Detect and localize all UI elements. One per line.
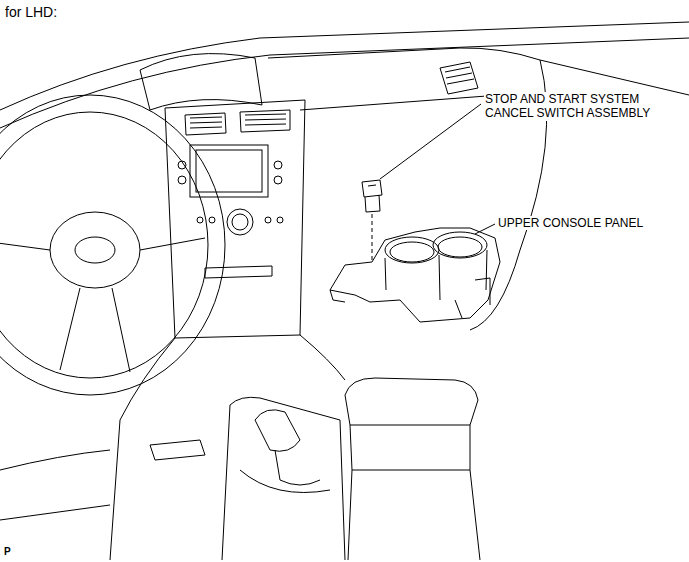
center-stack [274, 161, 282, 169]
center-stack [165, 100, 305, 338]
center-stack [205, 266, 272, 278]
dashboard [268, 48, 689, 95]
upper-console-panel [438, 237, 482, 257]
center-stack [209, 217, 215, 223]
part-name: UPPER CONSOLE PANEL [497, 216, 644, 230]
center-stack [178, 176, 186, 184]
armrest [350, 425, 470, 470]
upper-console-panel [330, 228, 500, 322]
cancel-switch [368, 185, 376, 186]
center-stack [240, 110, 290, 132]
leader-line [380, 104, 481, 179]
center-stack [190, 117, 222, 128]
center-stack [245, 114, 286, 125]
center-stack [190, 145, 268, 197]
floor-console [0, 450, 110, 470]
floor-console [275, 450, 320, 485]
steering-wheel [75, 237, 115, 263]
cancel-switch [362, 180, 382, 212]
steering-wheel [0, 95, 225, 395]
dashboard [440, 62, 478, 94]
leader-line [372, 214, 373, 262]
steering-wheel [0, 95, 225, 395]
center-stack [232, 214, 248, 230]
floor-console [240, 470, 330, 493]
cancel-switch [365, 195, 380, 212]
center-stack [197, 217, 203, 223]
dashboard [0, 38, 689, 128]
steering-wheel [0, 112, 208, 378]
center-stack [165, 100, 305, 338]
view-note: for LHD: [4, 4, 58, 21]
part-name: STOP AND START SYSTEM CANCEL SWITCH ASSE… [484, 92, 668, 121]
floor-console [230, 397, 345, 560]
floor-console [255, 410, 300, 451]
dashboard [0, 22, 689, 330]
floor-console [150, 440, 205, 460]
upper-console-panel [390, 242, 434, 262]
leader-line [475, 224, 495, 234]
dashboard [140, 54, 262, 110]
floor-console [222, 405, 230, 560]
armrest [345, 378, 480, 560]
cancel-switch [362, 180, 382, 197]
upper-console-panel [330, 228, 500, 322]
floor-console [0, 505, 110, 520]
center-stack [185, 113, 226, 135]
center-stack [277, 217, 283, 223]
center-stack [227, 209, 253, 235]
armrest [348, 470, 480, 560]
center-stack [274, 176, 282, 184]
floor-console [110, 338, 175, 560]
center-stack [265, 217, 271, 223]
upper-console-panel [385, 250, 487, 300]
dashboard [445, 67, 474, 84]
steering-wheel [50, 212, 140, 288]
center-stack [196, 150, 262, 192]
upper-console-panel [455, 278, 490, 318]
upper-console-panel [330, 290, 345, 302]
floor-console [300, 335, 345, 380]
steering-wheel [0, 238, 205, 372]
floor-console [0, 335, 345, 560]
armrest [345, 378, 478, 425]
figure-code: P [3, 546, 12, 558]
leader-line [372, 104, 495, 262]
upper-console-panel [385, 237, 439, 263]
upper-console-panel [433, 232, 487, 258]
